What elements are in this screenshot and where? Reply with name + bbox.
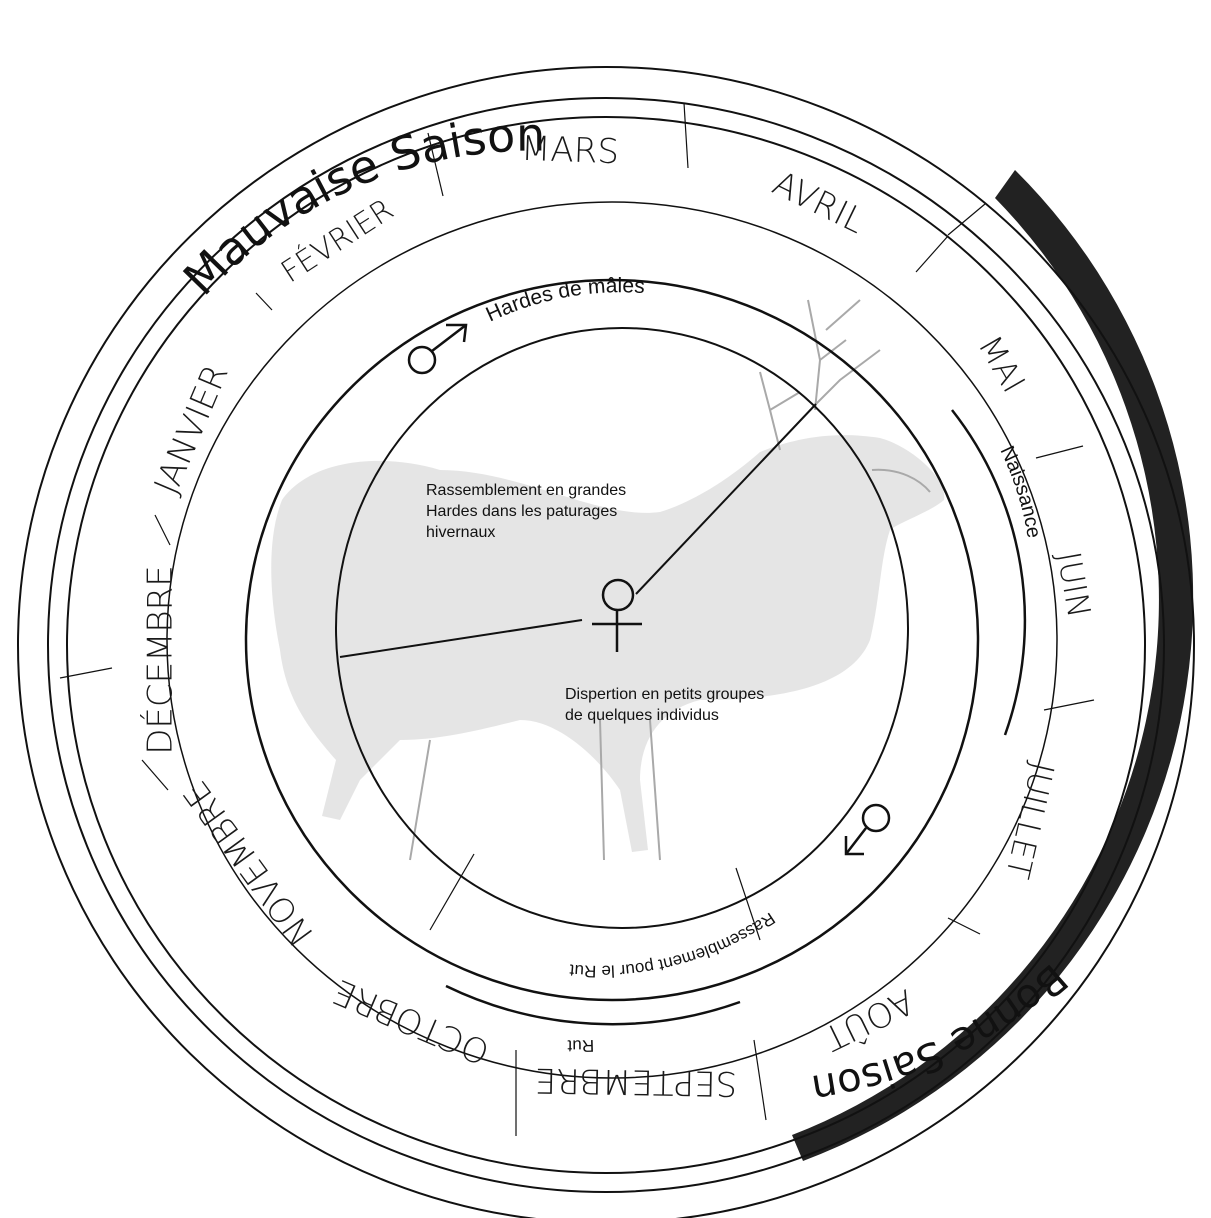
- month-label: JUILLET: [998, 759, 1062, 882]
- svg-text:Rut: Rut: [567, 1036, 594, 1055]
- svg-text:Rassemblement pour le Rut: Rassemblement pour le Rut: [569, 909, 779, 981]
- dispersal-text: Dispertion en petits groupes de quelques…: [565, 684, 775, 726]
- month-label: NOVEMBRE: [176, 773, 322, 953]
- month-label: MAI: [971, 329, 1033, 399]
- month-label: SEPTEMBRE: [534, 1060, 737, 1104]
- month-label: JANVIER: [147, 359, 237, 500]
- male-herds-label: Hardes de mâles: [483, 274, 646, 326]
- rut-gathering-label: Rassemblement pour le Rut: [569, 909, 779, 981]
- svg-text:Hardes de mâles: Hardes de mâles: [483, 274, 646, 326]
- month-label: AVRIL: [766, 163, 871, 241]
- month-label: MARS: [520, 129, 619, 172]
- winter-gathering-text: Rassemblement en grandes Hardes dans les…: [426, 480, 666, 543]
- rut-label: Rut: [567, 1036, 594, 1055]
- mars-symbol-icon: [846, 805, 889, 854]
- month-label: DÉCEMBRE: [140, 565, 181, 755]
- month-label: OCTOBRE: [327, 971, 495, 1072]
- month-label: JUIN: [1050, 549, 1099, 621]
- mars-symbol-icon: [409, 325, 466, 373]
